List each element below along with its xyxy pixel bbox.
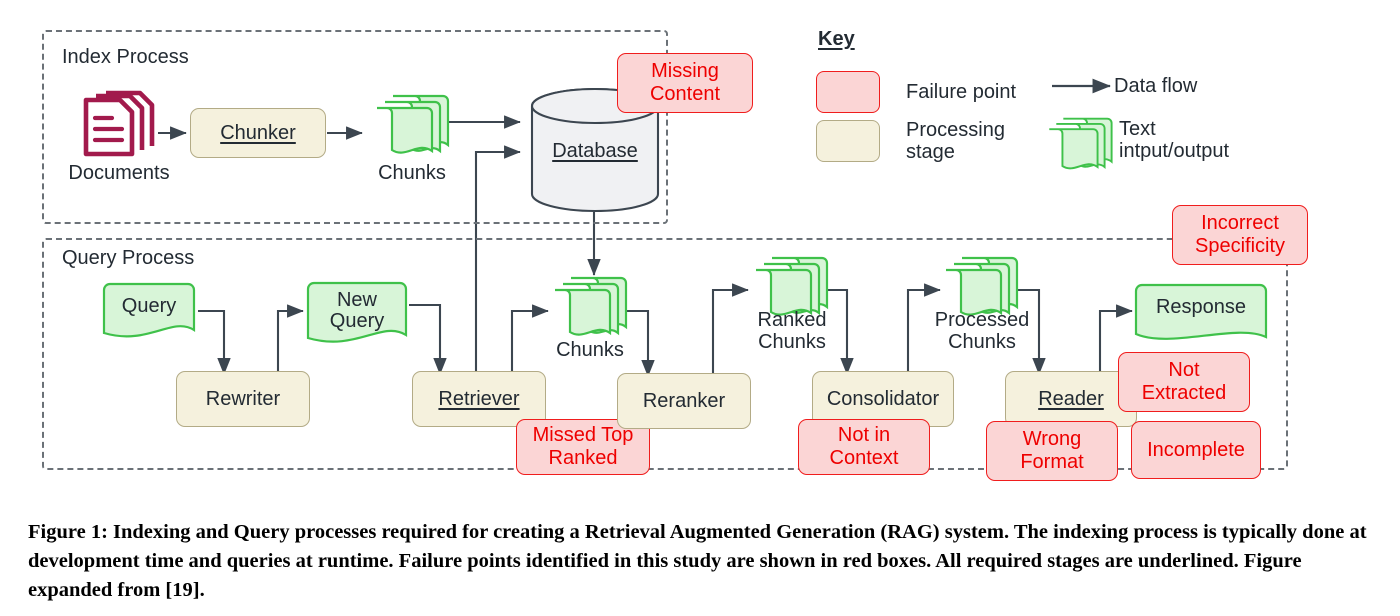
- failure-not-extracted-label: Not Extracted: [1141, 359, 1227, 404]
- failure-wrong-format[interactable]: Wrong Format: [986, 421, 1118, 481]
- response-note-icon: Response: [1133, 283, 1269, 342]
- failure-missing-content[interactable]: Missing Content: [617, 53, 753, 113]
- rewriter-stage[interactable]: Rewriter: [176, 371, 310, 427]
- query-process-label: Query Process: [62, 247, 195, 269]
- failure-wrong-format-label: Wrong Format: [1020, 428, 1084, 473]
- index-process-label: Index Process: [62, 46, 189, 68]
- query-chunks-label: Chunks: [556, 339, 624, 361]
- key-swatch-processing-stage: [816, 120, 880, 162]
- reader-label: Reader: [1038, 387, 1104, 410]
- reader-stage[interactable]: Reader: [1005, 371, 1137, 427]
- key-label-failure-point: Failure point: [906, 81, 1017, 103]
- key-data-flow-arrow-icon: [1050, 78, 1124, 94]
- retriever-label: Retriever: [438, 387, 520, 410]
- consolidator-stage[interactable]: Consolidator: [812, 371, 954, 427]
- query-process-container: [42, 238, 1288, 470]
- response-label: Response: [1155, 296, 1247, 318]
- query-label: Query: [121, 295, 177, 317]
- index-chunks-icon: [371, 90, 453, 162]
- failure-missing-content-label: Missing Content: [649, 60, 721, 105]
- key-text-io-icon: [1044, 112, 1116, 178]
- failure-incorrect-specificity-label: Incorrect Specificity: [1194, 212, 1286, 257]
- reranker-stage[interactable]: Reranker: [617, 373, 751, 429]
- failure-not-extracted[interactable]: Not Extracted: [1118, 352, 1250, 412]
- key-label-processing-stage: Processing stage: [906, 119, 1005, 164]
- connector-layer: [158, 115, 1133, 377]
- ranked-chunks-label: Ranked Chunks: [757, 309, 827, 353]
- reranker-label: Reranker: [642, 389, 726, 412]
- failure-missed-top-ranked-label: Missed Top Ranked: [532, 424, 634, 469]
- failure-incomplete-label: Incomplete: [1147, 438, 1245, 461]
- key-label-data-flow: Data flow: [1114, 75, 1198, 97]
- documents-icon: [76, 90, 162, 168]
- rewriter-label: Rewriter: [205, 387, 281, 410]
- chunker-label: Chunker: [220, 121, 296, 144]
- query-note-icon: Query: [100, 282, 198, 345]
- index-process-container: [42, 30, 668, 224]
- processed-chunks-icon: [940, 252, 1022, 324]
- database-label: Database: [552, 140, 638, 162]
- new-query-note-icon: New Query: [305, 281, 409, 350]
- failure-incomplete[interactable]: Incomplete: [1131, 421, 1261, 479]
- failure-not-in-context-label: Not in Context: [829, 424, 899, 469]
- failure-incorrect-specificity[interactable]: Incorrect Specificity: [1172, 205, 1308, 265]
- documents-label: Documents: [68, 162, 170, 184]
- chunker-stage[interactable]: Chunker: [190, 108, 326, 158]
- retriever-stage[interactable]: Retriever: [412, 371, 546, 427]
- ranked-chunks-icon: [750, 252, 832, 324]
- database-node[interactable]: Database: [530, 87, 660, 214]
- key-swatch-failure-point: [816, 71, 880, 113]
- new-query-label: New Query: [329, 289, 385, 333]
- figure-caption: Figure 1: Indexing and Query processes r…: [28, 521, 1367, 602]
- key-title: Key: [818, 28, 855, 50]
- consolidator-label: Consolidator: [826, 387, 940, 410]
- processed-chunks-label: Processed Chunks: [934, 309, 1030, 353]
- failure-not-in-context[interactable]: Not in Context: [798, 419, 930, 475]
- query-chunks-icon: [549, 272, 631, 344]
- index-chunks-label: Chunks: [378, 162, 446, 184]
- key-label-text-io: Text intput/output: [1119, 118, 1230, 163]
